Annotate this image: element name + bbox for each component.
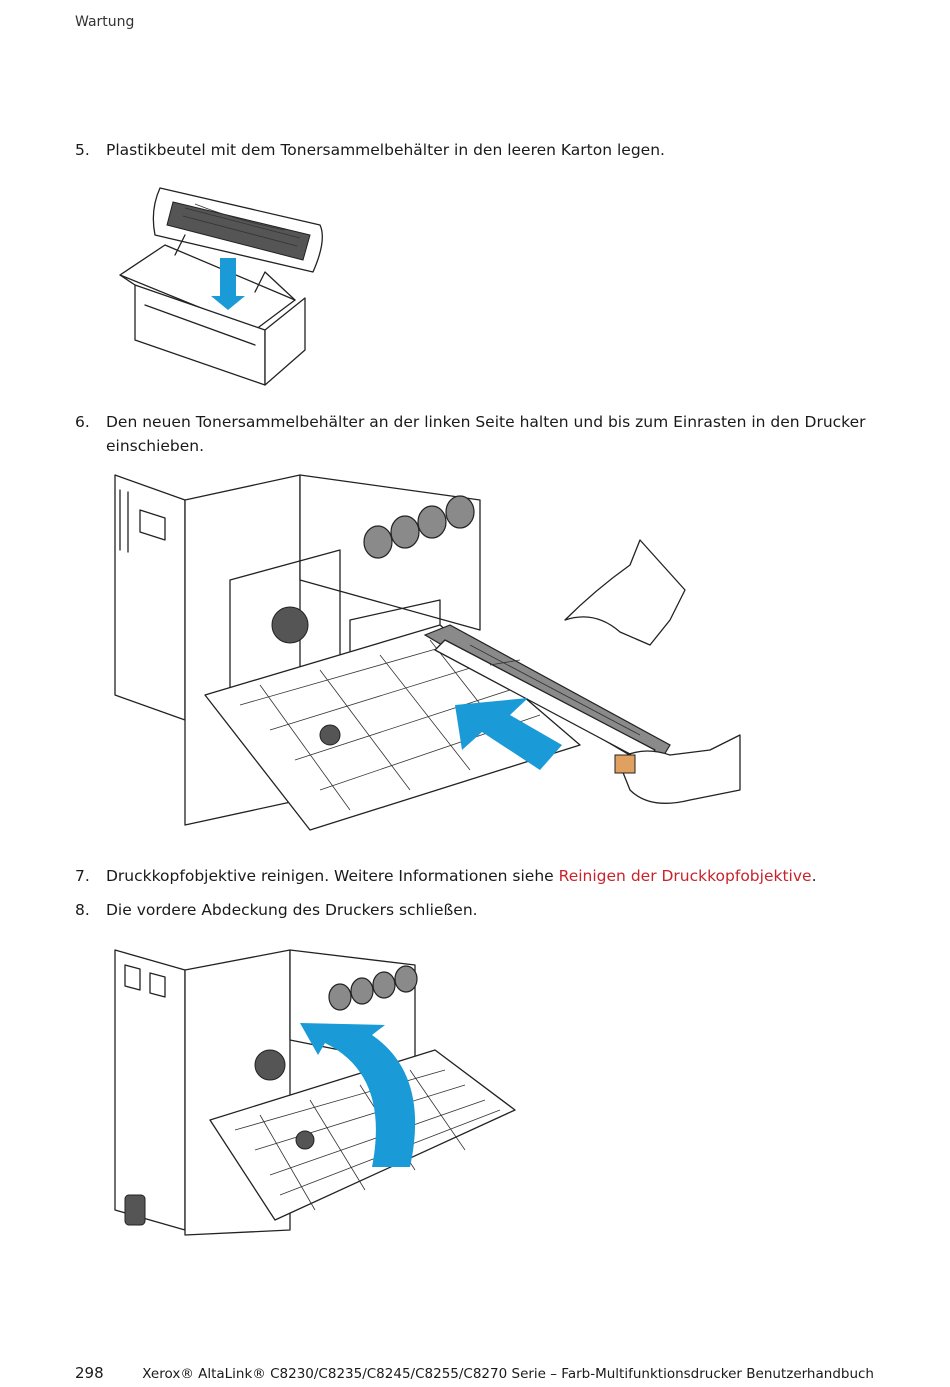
- step-number: 8.: [75, 901, 90, 919]
- step-number: 6.: [75, 413, 90, 431]
- illustration-close-front-cover: [114, 949, 516, 1236]
- step-7: 7. Druckkopfobjektive reinigen. Weitere …: [75, 864, 875, 888]
- step-number: 5.: [75, 141, 90, 159]
- illustration-insert-waste-toner-container: [114, 474, 741, 831]
- footer-document-title: Xerox® AltaLink® C8230/C8235/C8245/C8255…: [142, 1366, 874, 1382]
- step-text-line-2: einschieben.: [106, 437, 205, 455]
- step-6: 6. Den neuen Tonersammelbehälter an der …: [75, 410, 875, 458]
- illustration-toner-bag-into-box: [119, 187, 323, 386]
- step-text: Die vordere Abdeckung des Druckers schli…: [106, 901, 478, 919]
- cleaning-printhead-lenses-link[interactable]: Reinigen der Druckkopfobjektive: [558, 867, 812, 885]
- running-header: Wartung: [75, 14, 135, 30]
- step-text-line-1: Den neuen Tonersammelbehälter an der lin…: [106, 413, 866, 431]
- step-5: 5. Plastikbeutel mit dem Tonersammelbehä…: [75, 138, 875, 162]
- page-number: 298: [75, 1364, 104, 1382]
- step-text: Plastikbeutel mit dem Tonersammelbehälte…: [106, 141, 665, 159]
- step-text-suffix: .: [811, 867, 817, 885]
- step-text: Druckkopfobjektive reinigen. Weitere Inf…: [106, 867, 559, 885]
- step-8: 8. Die vordere Abdeckung des Druckers sc…: [75, 898, 875, 922]
- step-number: 7.: [75, 867, 90, 885]
